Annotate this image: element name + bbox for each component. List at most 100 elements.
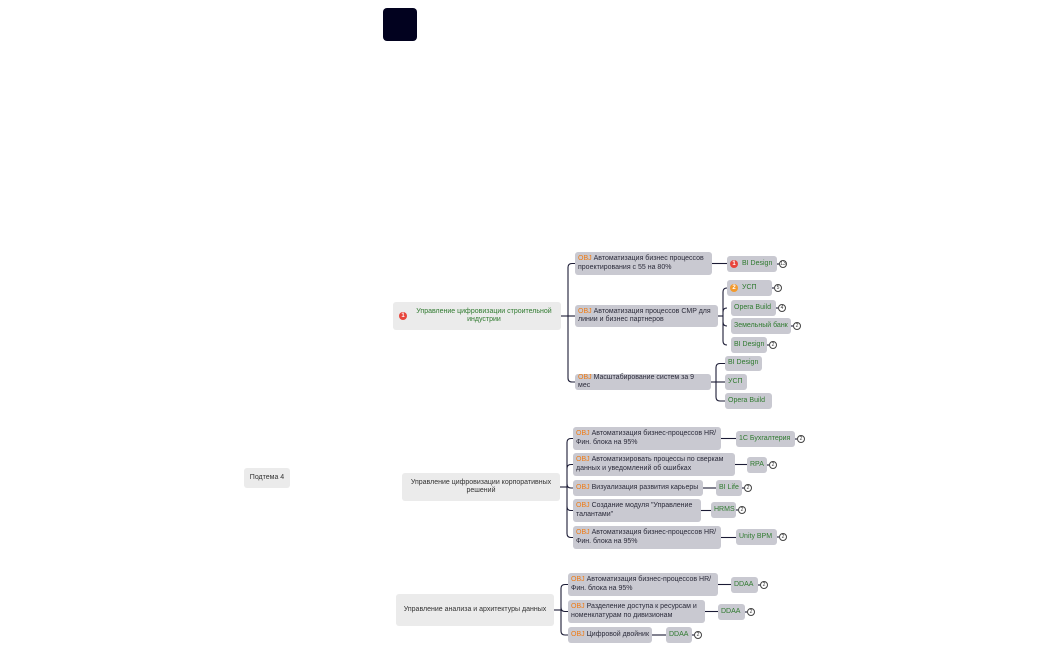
system-label: Unity BPM [739, 532, 773, 540]
system-node[interactable]: Земельный банк [731, 318, 791, 334]
system-label: DDAA [734, 580, 754, 588]
objective-label: Автоматизация бизнес-процессов HR/ Фин. … [576, 529, 717, 545]
obj-tag: OBJ [576, 430, 590, 437]
count-badge: 2 [760, 581, 768, 589]
objective-label: Автоматизация процессов CMP для линии и … [578, 307, 711, 324]
team-node[interactable]: Управление цифровизации корпоративных ре… [402, 473, 560, 501]
system-node[interactable]: 1 BI Design [727, 256, 777, 272]
system-label: УСП [742, 283, 757, 291]
system-node[interactable]: DDAA [718, 604, 745, 620]
count-badge: 2 [769, 461, 777, 469]
team-node[interactable]: 1 Управление цифровизации строительной ин… [393, 302, 561, 330]
priority-badge-icon: 1 [730, 260, 738, 268]
priority-badge-icon: 2 [730, 284, 738, 292]
team-label: Управление цифровизации строительной инд… [416, 307, 552, 324]
priority-badge-icon: 1 [399, 312, 407, 320]
connector-line [567, 377, 575, 383]
obj-tag: OBJ [578, 307, 592, 315]
system-node[interactable]: 2 УСП [727, 280, 772, 296]
connector-line [560, 630, 568, 636]
count-badge: 4 [778, 304, 786, 312]
connector-line [722, 287, 728, 293]
obj-tag: OBJ [576, 502, 590, 509]
obj-tag: OBJ [571, 630, 585, 638]
system-node[interactable]: DDAA [731, 577, 758, 593]
objective-label: Автоматизировать процессы по сверкам дан… [576, 456, 724, 472]
system-label: Opera Build [728, 396, 765, 404]
system-node[interactable]: УСП [725, 374, 747, 390]
system-node[interactable]: Opera Build [725, 393, 772, 409]
obj-tag: OBJ [578, 255, 592, 262]
obj-tag: OBJ [576, 529, 590, 536]
connector-line [715, 396, 725, 402]
team-label: Управление анализа и архитектуры данных [403, 605, 547, 613]
system-label: Земельный банк [734, 321, 788, 329]
count-badge: 2 [797, 435, 805, 443]
system-label: УСП [728, 377, 743, 385]
team-label: Управление цифровизации корпоративных ре… [410, 478, 552, 495]
connector-line [560, 583, 568, 589]
system-node[interactable]: BI Design [731, 337, 767, 353]
system-node[interactable]: BI Design [725, 356, 762, 371]
objective-label: Автоматизация бизнес-процессов HR/ Фин. … [576, 430, 717, 446]
connector-line [560, 607, 568, 613]
system-label: BI Design [734, 340, 765, 348]
team-node[interactable]: Управление анализа и архитектуры данных [396, 594, 554, 626]
system-node[interactable]: Unity BPM [736, 529, 777, 545]
connector-line [722, 321, 728, 327]
system-node[interactable]: RPA [747, 457, 767, 473]
count-badge: 2 [694, 631, 702, 639]
system-node[interactable]: BI Life [716, 480, 742, 496]
system-label: 1С Бухгалтерия [739, 434, 791, 442]
system-node[interactable]: Opera Build [731, 300, 776, 316]
system-node[interactable]: 1С Бухгалтерия [736, 431, 795, 447]
objective-label: Цифровой двойник [586, 630, 650, 638]
root-topic[interactable]: Подтема 4 [244, 468, 290, 488]
objective-label: Автоматизация бизнес-процессов HR/ Фин. … [571, 576, 712, 592]
connector-line [722, 340, 728, 346]
system-label: BI Design [728, 359, 759, 367]
objective-label: Разделение доступа к ресурсам и номенкла… [571, 603, 697, 619]
system-label: BI Life [719, 483, 739, 491]
app-logo [383, 8, 417, 41]
system-node[interactable]: HRMS [711, 502, 736, 518]
connector-line [567, 262, 575, 268]
system-label: HRMS [714, 505, 735, 513]
obj-tag: OBJ [576, 456, 590, 463]
root-label: Подтема 4 [249, 473, 285, 481]
objective-label: Визуализация развития карьеры [591, 483, 699, 491]
system-node[interactable]: DDAA [666, 627, 692, 643]
objective-label: Создание модуля "Управление талантами" [576, 502, 693, 518]
count-badge: 5 [774, 284, 782, 292]
objective-label: Автоматизация бизнес процессов проектиро… [578, 255, 704, 271]
count-badge: 2 [747, 608, 755, 616]
count-badge: 2 [769, 341, 777, 349]
connector-line [722, 307, 728, 313]
obj-tag: OBJ [571, 603, 585, 610]
count-badge: 2 [793, 322, 801, 330]
count-badge: 2 [779, 533, 787, 541]
count-badge: 2 [738, 506, 746, 514]
system-label: BI Design [742, 259, 773, 267]
system-label: Opera Build [734, 303, 771, 311]
count-badge: 13 [779, 260, 787, 268]
